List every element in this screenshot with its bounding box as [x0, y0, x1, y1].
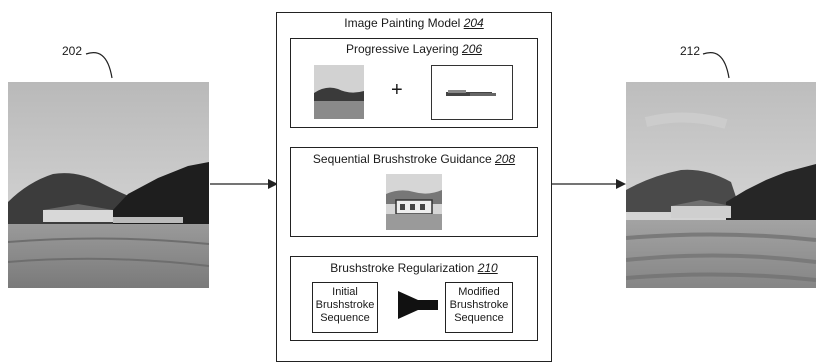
output-image-ref-number: 212 [680, 44, 701, 58]
sequential-guidance-box: Sequential Brushstroke Guidance 208 [290, 147, 538, 237]
model-title-text: Image Painting Model [344, 16, 461, 30]
output-image-ref-label: 212 [680, 44, 700, 58]
input-to-model-arrow [210, 179, 278, 189]
modified-seq-line-2: Brushstroke [449, 299, 509, 311]
brushstroke-regularization-title-text: Brushstroke Regularization [330, 261, 475, 275]
model-ref-number: 204 [463, 16, 484, 30]
progressive-layering-title-text: Progressive Layering [345, 42, 459, 56]
sequential-guidance-title: Sequential Brushstroke Guidance 208 [291, 152, 537, 166]
progressive-layering-box: Progressive Layering 206 + [290, 38, 538, 128]
input-landscape-image [8, 82, 209, 288]
input-image-leader-line [85, 52, 113, 79]
output-image-leader-line [702, 52, 730, 79]
initial-brushstroke-sequence-box: Initial Brushstroke Sequence [312, 282, 378, 333]
progressive-layering-title: Progressive Layering 206 [291, 42, 537, 56]
guidance-thumbnail [386, 174, 442, 230]
initial-seq-line-2: Brushstroke [315, 299, 375, 311]
modified-seq-line-1: Modified [458, 286, 500, 298]
modified-brushstroke-sequence-box: Modified Brushstroke Sequence [445, 282, 513, 333]
output-painted-image [626, 82, 816, 288]
foreground-layer-thumbnail [431, 65, 513, 120]
input-image-ref-number: 202 [62, 44, 83, 58]
model-to-output-arrow [552, 179, 626, 189]
input-image-ref-label: 202 [62, 44, 82, 58]
progressive-layering-ref-number: 206 [462, 42, 483, 56]
brushstroke-regularization-ref-number: 210 [477, 261, 498, 275]
funnel-filter-icon [398, 291, 438, 319]
background-layer-thumbnail [314, 65, 364, 119]
sequential-guidance-ref-number: 208 [495, 152, 516, 166]
sequential-guidance-title-text: Sequential Brushstroke Guidance [312, 152, 492, 166]
initial-seq-line-3: Sequence [320, 312, 370, 324]
modified-seq-line-3: Sequence [454, 312, 504, 324]
initial-seq-line-1: Initial [332, 286, 358, 298]
brushstroke-regularization-title: Brushstroke Regularization 210 [291, 261, 537, 275]
plus-operator: + [391, 79, 403, 101]
image-painting-model-title: Image Painting Model 204 [277, 16, 551, 30]
brushstroke-regularization-box: Brushstroke Regularization 210 Initial B… [290, 256, 538, 341]
